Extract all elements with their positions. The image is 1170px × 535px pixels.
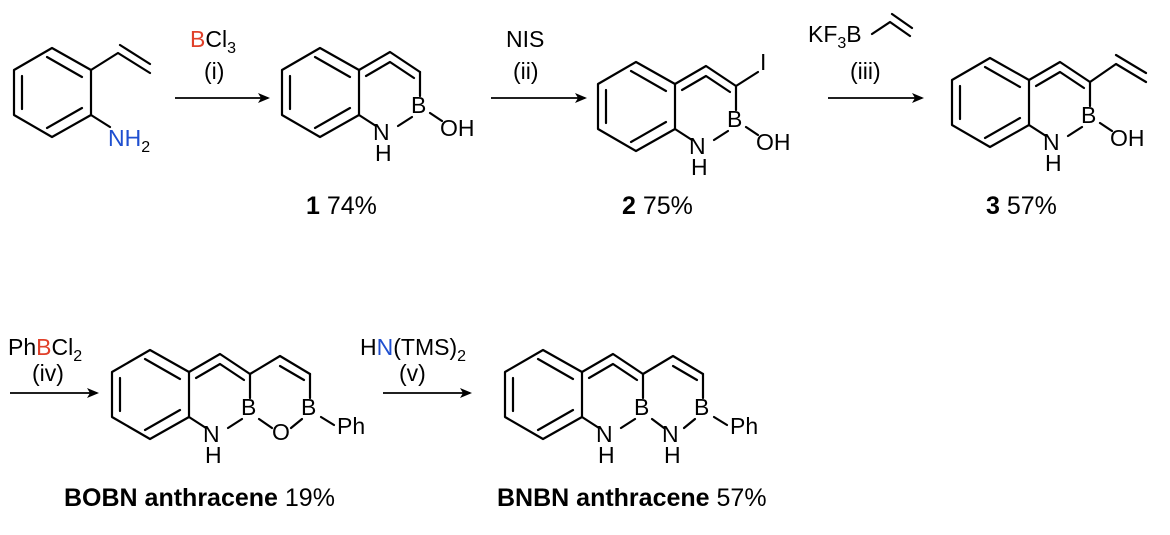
step-label-iii: (iii) xyxy=(850,58,881,84)
hydrogen-atom: H xyxy=(691,154,708,180)
hydrogen-atom: H xyxy=(664,442,681,468)
product-3-structure: B N H OH xyxy=(950,53,1148,176)
boron-atom: B xyxy=(411,92,426,118)
phenyl-group: Ph xyxy=(730,413,758,439)
reagent-bcl3: BCl3 xyxy=(190,26,236,57)
reagent-potassium-vinyltrifluoroborate: KF3B xyxy=(808,21,862,52)
amine-nh2: NH2 xyxy=(108,125,150,156)
boron-atom: B xyxy=(727,106,742,132)
product-1-structure: B N H OH xyxy=(280,46,475,166)
step-label-v: (v) xyxy=(399,360,426,386)
reaction-step-iii: KF3B (iii) xyxy=(808,12,924,103)
hydroxyl-group: OH xyxy=(1110,125,1145,151)
boron-atom: B xyxy=(694,394,709,420)
product-2-label: 2 75% xyxy=(622,192,693,220)
nitrogen-atom: N xyxy=(203,421,220,447)
step-label-iv: (iv) xyxy=(32,360,64,386)
bnbn-anthracene-structure: B B N H N H Ph xyxy=(503,348,758,468)
nitrogen-atom: N xyxy=(1043,129,1060,155)
step-label-ii: (ii) xyxy=(513,58,539,84)
nitrogen-atom: N xyxy=(596,421,613,447)
nitrogen-atom: N xyxy=(689,133,706,159)
reaction-step-v: HN(TMS)2 (v) xyxy=(360,334,472,398)
product-1-label: 1 74% xyxy=(306,192,377,220)
boron-atom: B xyxy=(634,394,649,420)
reaction-step-i: BCl3 (i) xyxy=(175,26,270,103)
reaction-step-iv: PhBCl2 (iv) xyxy=(8,334,99,398)
product-2-structure: I B N H OH xyxy=(596,49,791,180)
boron-atom: B xyxy=(301,394,316,420)
step-label-i: (i) xyxy=(204,58,224,84)
nitrogen-atom: N xyxy=(373,119,390,145)
reagent-phbcl2: PhBCl2 xyxy=(8,334,82,365)
oxygen-atom: O xyxy=(272,419,290,445)
bobn-anthracene-label: BOBN anthracene 19% xyxy=(64,484,335,512)
product-3-label: 3 57% xyxy=(986,192,1057,220)
phenyl-group: Ph xyxy=(337,413,365,439)
reagent-hn-tms2: HN(TMS)2 xyxy=(360,334,466,365)
boron-atom: B xyxy=(241,394,256,420)
hydrogen-atom: H xyxy=(375,140,392,166)
bnbn-anthracene-label: BNBN anthracene 57% xyxy=(497,484,767,512)
hydrogen-atom: H xyxy=(205,442,222,468)
nitrogen-atom: N xyxy=(662,421,679,447)
nitrogen-atom: NH xyxy=(108,125,141,151)
bobn-anthracene-structure: B B O N H Ph xyxy=(110,348,365,468)
reagent-nis: NIS xyxy=(506,26,544,52)
boron-atom: B xyxy=(1081,102,1096,128)
hydrogen-atom: H xyxy=(598,442,615,468)
starting-material-2-vinylaniline: NH2 xyxy=(12,43,152,156)
hydroxyl-group: OH xyxy=(440,115,475,141)
hydroxyl-group: OH xyxy=(756,129,791,155)
iodine-atom: I xyxy=(760,49,766,75)
hydrogen-atom: H xyxy=(1045,150,1062,176)
reaction-step-ii: NIS (ii) xyxy=(491,26,587,103)
